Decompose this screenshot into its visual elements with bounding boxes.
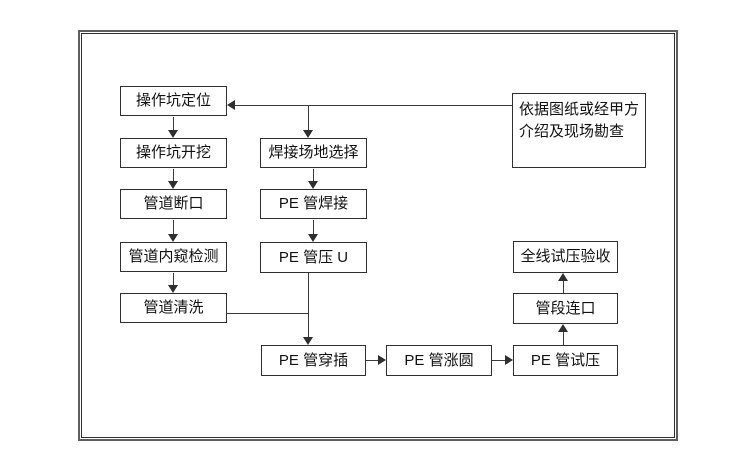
flow-node-pipe-cleaning: 管道清洗 <box>120 293 227 323</box>
conn-pe-welding-line <box>313 220 314 235</box>
flow-node-pe-pipe-pressure-test: PE 管试压 <box>513 345 618 376</box>
conn-pe-insertion-arrow <box>378 355 386 365</box>
conn-pipe-cut-line <box>173 220 174 235</box>
conn-pe-insertion-line <box>366 360 379 361</box>
conn-pipe-cut-arrow <box>168 234 178 242</box>
conn-survey-note-arrow <box>227 100 235 110</box>
conn-segment-connection-arrow <box>558 273 568 281</box>
conn-pipe-inspection-line <box>173 273 174 286</box>
conn-pit-positioning-line <box>173 117 174 131</box>
conn-pit-excavation-arrow <box>168 181 178 189</box>
conn-pe-pressure-test-arrow <box>558 324 568 332</box>
conn-pipe-cleaning-line <box>227 313 308 314</box>
flow-node-pe-pipe-rounding: PE 管涨圆 <box>386 345 492 376</box>
flow-node-pit-positioning: 操作坑定位 <box>120 86 227 116</box>
conn-branch-welding-arrow <box>303 130 313 138</box>
diagram-frame-inner <box>81 33 675 438</box>
conn-pipe-inspection-arrow <box>168 285 178 293</box>
flow-node-full-line-test-acceptance: 全线试压验收 <box>513 241 618 273</box>
flow-node-pipe-cut: 管道断口 <box>120 189 227 219</box>
conn-welding-site-arrow <box>308 181 318 189</box>
conn-pe-rounding-arrow <box>505 355 513 365</box>
conn-pe-pressure-test-line <box>563 331 564 345</box>
flow-node-pipe-endoscope-inspection: 管道内窥检测 <box>120 242 227 272</box>
conn-pit-excavation-line <box>173 169 174 182</box>
flow-node-welding-site-selection: 焊接场地选择 <box>260 138 367 168</box>
conn-pit-positioning-arrow <box>168 130 178 138</box>
flow-node-pipe-segment-connection: 管段连口 <box>513 293 618 324</box>
flow-node-pit-excavation: 操作坑开挖 <box>120 138 227 168</box>
flow-node-pe-pipe-insertion: PE 管穿插 <box>261 345 366 376</box>
flow-node-pe-pipe-press-u: PE 管压 U <box>260 242 367 273</box>
conn-branch-welding-line <box>308 105 309 131</box>
conn-pe-welding-arrow <box>308 234 318 242</box>
flow-node-pe-pipe-welding: PE 管焊接 <box>260 189 367 219</box>
conn-pe-rounding-line <box>492 360 506 361</box>
conn-pe-press-u-line <box>308 273 309 337</box>
conn-welding-site-line <box>313 169 314 182</box>
conn-pe-press-u-arrow <box>303 337 313 345</box>
conn-survey-note-line <box>235 105 512 106</box>
conn-segment-connection-line <box>563 280 564 293</box>
flow-node-survey-note: 依据图纸或经甲方介绍及现场勘查 <box>512 93 646 168</box>
